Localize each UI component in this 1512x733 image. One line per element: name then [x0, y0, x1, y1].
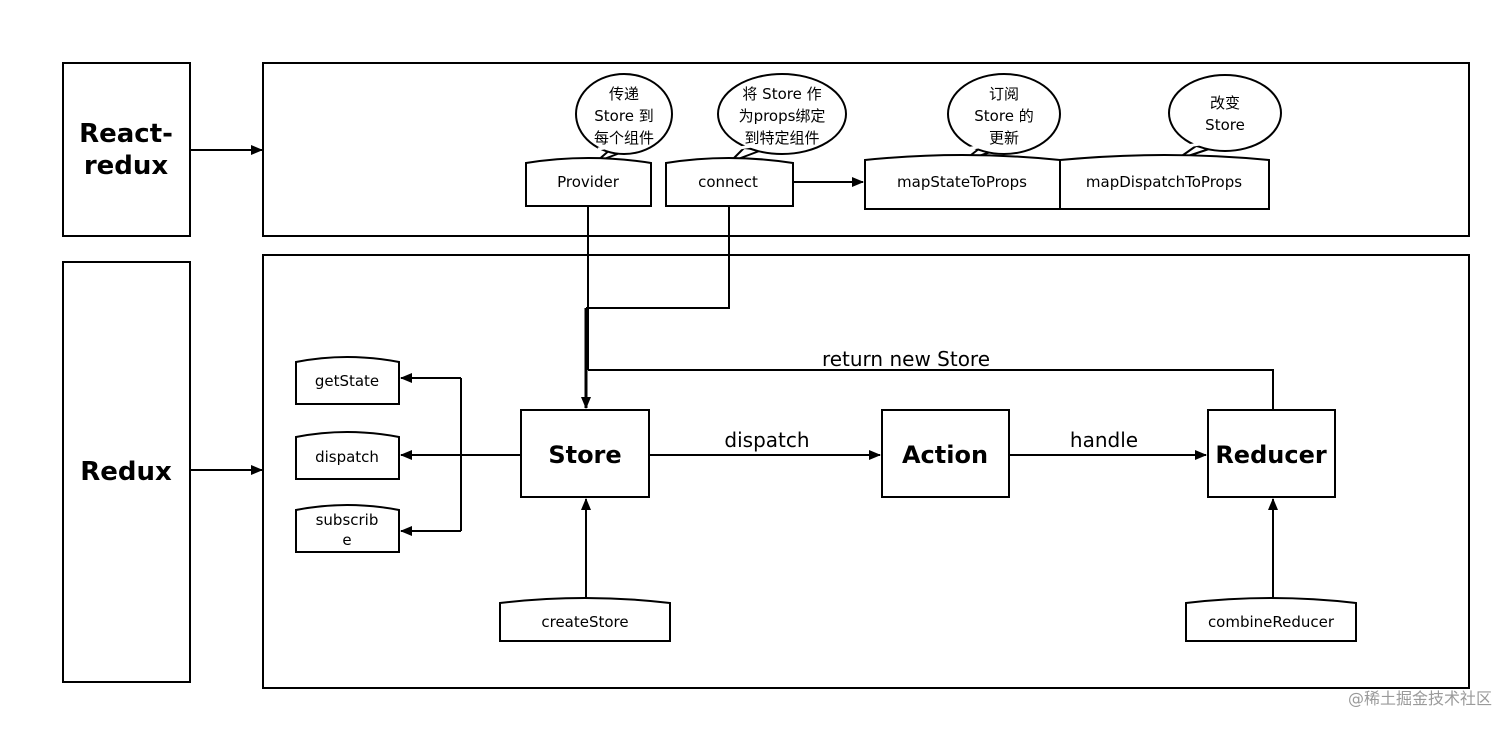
provider-label: Provider: [557, 173, 620, 191]
create-store-node: createStore: [499, 597, 671, 642]
subscribe-label-line2: e: [342, 531, 351, 549]
get-state-node: getState: [295, 356, 400, 405]
connect-bubble-line2: 为props绑定: [739, 107, 826, 125]
map-state-bubble-line2: Store 的: [974, 107, 1033, 125]
action-label: Action: [902, 441, 988, 469]
map-dispatch-to-props-node: mapDispatchToProps: [1059, 154, 1270, 210]
connect-bubble-line3: 到特定组件: [744, 129, 819, 147]
map-dispatch-bubble: 改变 Store: [1168, 74, 1282, 161]
get-state-label: getState: [315, 372, 379, 390]
return-new-store-label: return new Store: [822, 347, 990, 371]
dispatch-method-node: dispatch: [295, 431, 400, 480]
subscribe-label-line1: subscrib: [316, 511, 379, 529]
provider-node: Provider: [525, 157, 652, 207]
redux-layer-label: Redux: [62, 261, 191, 683]
combine-reducer-node: combineReducer: [1185, 597, 1357, 642]
map-dispatch-bubble-line2: Store: [1205, 116, 1245, 134]
reducer-node: Reducer: [1207, 409, 1336, 498]
create-store-label: createStore: [541, 613, 628, 631]
map-dispatch-bubble-line1: 改变: [1210, 94, 1240, 112]
provider-bubble-line2: Store 到: [594, 107, 653, 125]
map-state-to-props-label: mapStateToProps: [897, 173, 1027, 191]
store-label: Store: [548, 441, 621, 469]
action-node: Action: [881, 409, 1010, 498]
watermark: @稀土掘金技术社区: [1347, 689, 1492, 708]
dispatch-edge-label: dispatch: [724, 428, 809, 452]
connect-label: connect: [698, 173, 758, 191]
handle-edge-label: handle: [1070, 428, 1138, 452]
redux-container: [262, 254, 1470, 689]
map-state-bubble: 订阅 Store 的 更新: [947, 73, 1061, 163]
map-state-bubble-line1: 订阅: [989, 85, 1019, 103]
dispatch-method-label: dispatch: [315, 448, 379, 466]
combine-reducer-label: combineReducer: [1208, 613, 1335, 631]
map-dispatch-to-props-label: mapDispatchToProps: [1086, 173, 1242, 191]
map-state-bubble-line3: 更新: [989, 129, 1019, 147]
provider-bubble: 传递 Store 到 每个组件: [575, 73, 673, 163]
provider-bubble-line3: 每个组件: [594, 129, 654, 147]
connect-node: connect: [665, 157, 794, 207]
react-redux-label-line2: redux: [84, 151, 169, 181]
return-new-store-line: [588, 369, 1274, 410]
subscribe-node: subscrib e: [295, 504, 400, 553]
connect-to-store-line: [586, 206, 730, 309]
connect-bubble: 将 Store 作 为props绑定 到特定组件: [717, 73, 847, 163]
provider-bubble-line1: 传递: [609, 85, 639, 103]
react-redux-layer-label: React- redux: [62, 62, 191, 237]
connect-bubble-line1: 将 Store 作: [742, 85, 821, 103]
store-node: Store: [520, 409, 650, 498]
react-redux-container: [262, 62, 1470, 237]
react-redux-label-line1: React-: [79, 119, 173, 149]
redux-label: Redux: [80, 457, 172, 487]
reducer-label: Reducer: [1215, 441, 1327, 469]
map-state-to-props-node: mapStateToProps: [864, 154, 1061, 210]
